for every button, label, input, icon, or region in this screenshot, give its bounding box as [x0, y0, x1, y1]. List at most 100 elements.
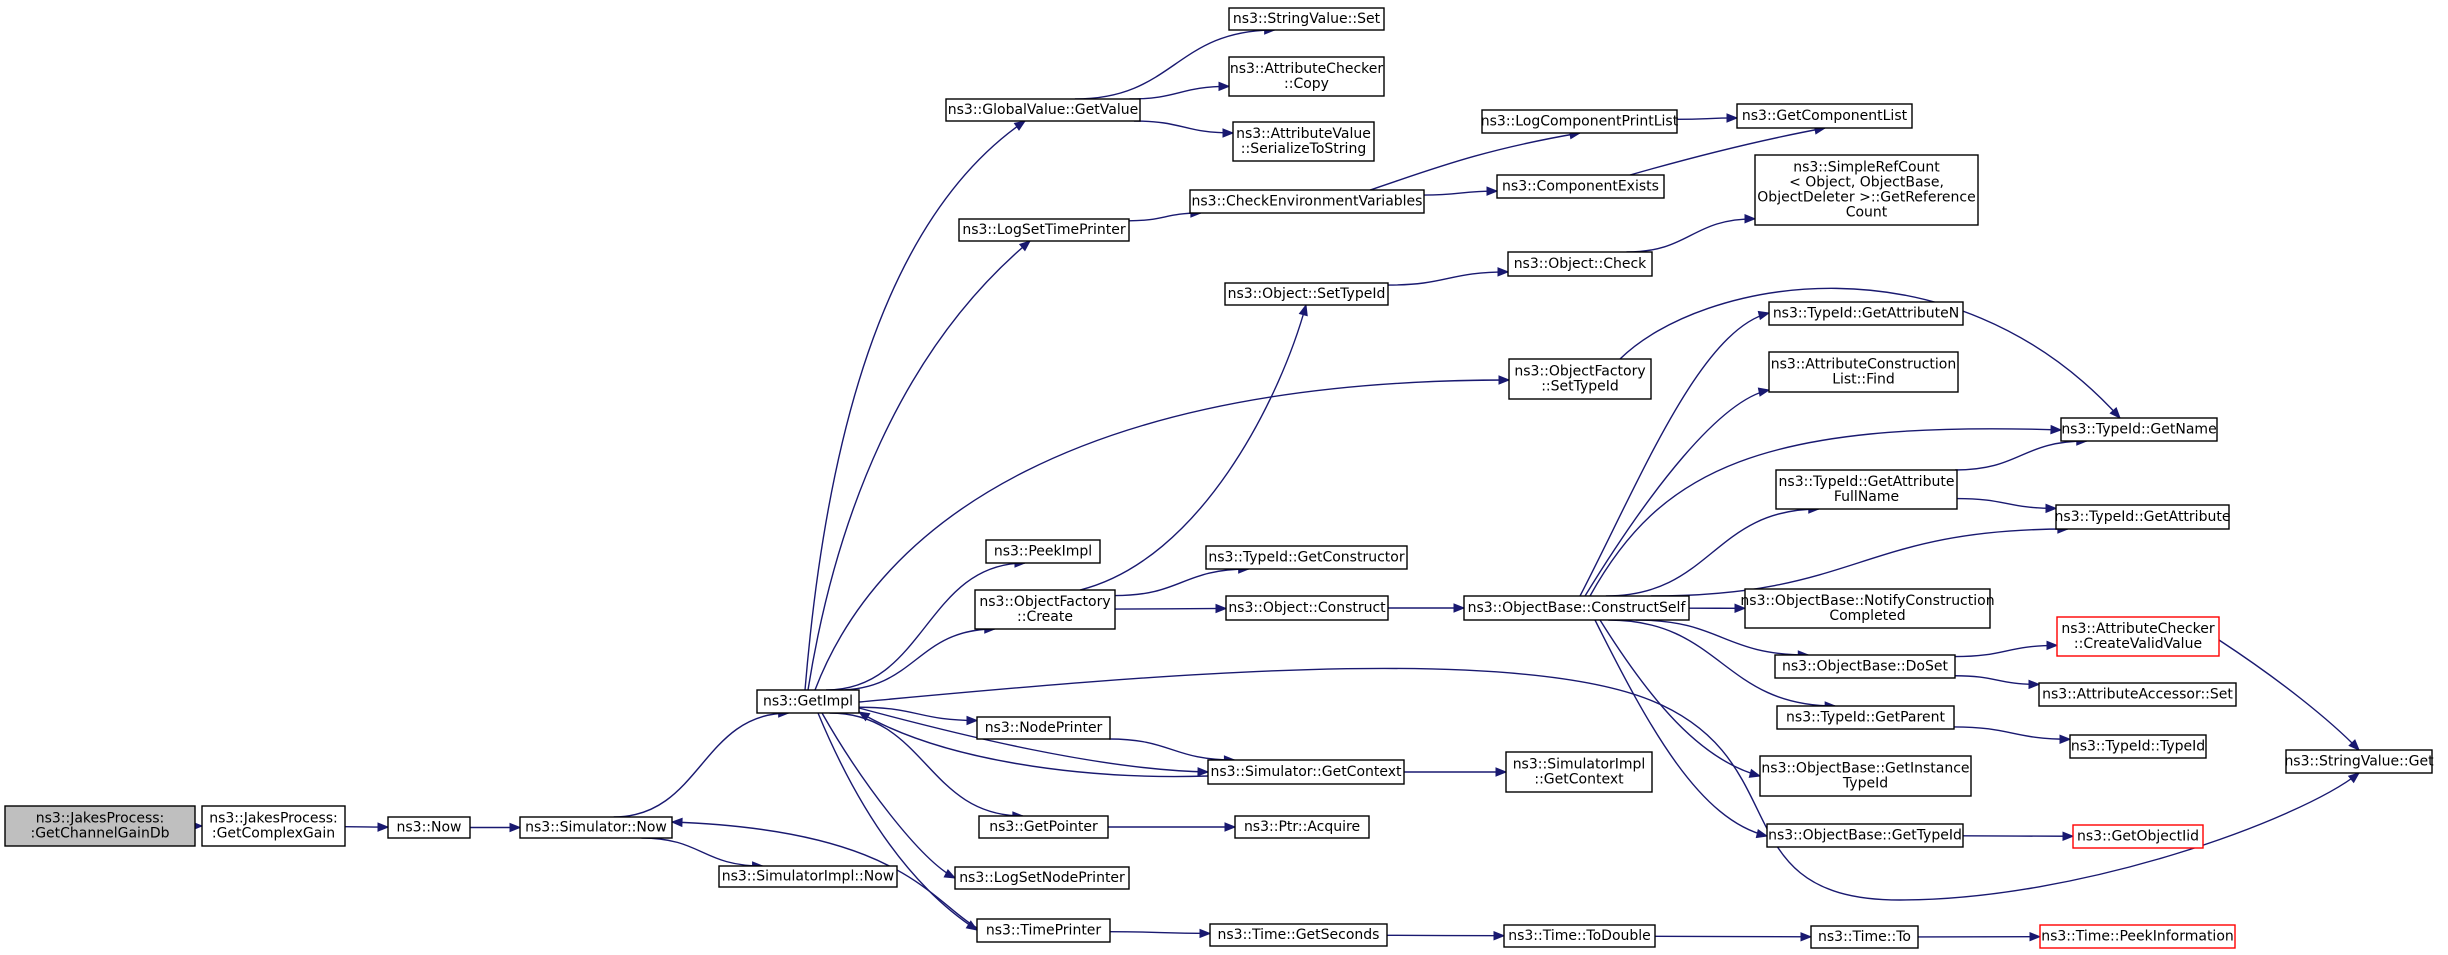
- node-constructSelf[interactable]: ns3::ObjectBase::ConstructSelf: [1463, 595, 1690, 621]
- node-label: ns3::ObjectBase::DoSet: [1782, 659, 1948, 675]
- node-objectBaseGetTypeId[interactable]: ns3::ObjectBase::GetTypeId: [1766, 823, 1964, 848]
- edge-arrowhead: [509, 822, 522, 833]
- node-objectCheck[interactable]: ns3::Object::Check: [1507, 251, 1653, 277]
- node-getPointer[interactable]: ns3::GetPointer: [978, 815, 1109, 839]
- edge-timeGetSeconds-to-timeToDouble: [1386, 930, 1506, 941]
- node-attributeValueSerialize[interactable]: ns3::AttributeValue::SerializeToString: [1232, 121, 1375, 162]
- node-box: [945, 98, 1141, 122]
- edge-line: [1109, 930, 1211, 935]
- edge-typeIdGetAttributeFullName-to-typeIdGetAttribute: [1956, 497, 2058, 514]
- node-label: ns3::GlobalValue::GetValue: [948, 102, 1138, 118]
- edge-line: [807, 240, 1031, 691]
- edge-line: [1594, 619, 1768, 837]
- edge-arrowhead: [1734, 603, 1747, 614]
- node-globalValueGetValue[interactable]: ns3::GlobalValue::GetValue: [945, 98, 1141, 122]
- node-getObjectIid[interactable]: ns3::GetObjectIid: [2072, 824, 2204, 849]
- node-label: ns3::TimePrinter: [986, 923, 1102, 939]
- edge-arrowhead: [2046, 640, 2059, 651]
- node-box: [1768, 301, 1964, 326]
- node-ptrAcquire[interactable]: ns3::Ptr::Acquire: [1234, 815, 1370, 839]
- edge-arrowhead: [1224, 822, 1237, 832]
- edge-arrowhead: [1755, 828, 1769, 839]
- node-attributeCheckerCreateValidValue[interactable]: ns3::AttributeChecker::CreateValidValue: [2056, 616, 2220, 657]
- edge-arrowhead: [2029, 931, 2042, 942]
- node-timeTo[interactable]: ns3::Time::To: [1810, 925, 1919, 949]
- node-timeToDouble[interactable]: ns3::Time::ToDouble: [1503, 924, 1656, 948]
- node-now[interactable]: ns3::Now: [387, 816, 471, 839]
- node-box: [1205, 545, 1408, 570]
- node-label: ns3::JakesProcess:: [36, 811, 165, 827]
- edge-arrowhead: [2109, 407, 2121, 419]
- node-simulatorGetContext[interactable]: ns3::Simulator::GetContext: [1207, 759, 1405, 785]
- edge-arrowhead: [2028, 679, 2041, 690]
- node-objectConstruct[interactable]: ns3::Object::Construct: [1225, 595, 1389, 621]
- node-stringValueGet[interactable]: ns3::StringValue::Get: [2284, 749, 2434, 774]
- node-label: ::CreateValidValue: [2074, 636, 2202, 652]
- node-simpleRefCount[interactable]: ns3::SimpleRefCount< Object, ObjectBase,…: [1754, 154, 1979, 226]
- node-box: [1507, 251, 1653, 277]
- node-componentExists[interactable]: ns3::ComponentExists: [1496, 174, 1665, 199]
- node-checkEnvVars[interactable]: ns3::CheckEnvironmentVariables: [1189, 189, 1425, 214]
- node-notifyConstructionCompleted[interactable]: ns3::ObjectBase::NotifyConstructionCompl…: [1740, 588, 1995, 629]
- node-timePeekInformation[interactable]: ns3::Time::PeekInformation: [2039, 924, 2236, 949]
- node-objectBaseDoSet[interactable]: ns3::ObjectBase::DoSet: [1774, 654, 1956, 679]
- node-typeIdGetParent[interactable]: ns3::TypeId::GetParent: [1776, 705, 1955, 730]
- edge-arrowhead: [943, 868, 957, 879]
- node-label: ::GetContext: [1534, 772, 1624, 788]
- edge-arrowhead: [1800, 932, 1813, 942]
- node-timePrinter[interactable]: ns3::TimePrinter: [976, 918, 1111, 943]
- node-typeIdTypeId[interactable]: ns3::TypeId::TypeId: [2069, 734, 2207, 759]
- node-getImpl[interactable]: ns3::GetImpl: [756, 689, 860, 714]
- node-peekImpl[interactable]: ns3::PeekImpl: [985, 539, 1101, 564]
- edge-line: [837, 628, 995, 691]
- node-label: ns3::SimulatorImpl::Now: [722, 869, 895, 885]
- edge-constructSelf-to-typeIdGetName: [1589, 424, 2063, 597]
- node-label: ns3::Time::GetSeconds: [1218, 927, 1380, 943]
- node-box: [2069, 734, 2207, 759]
- edge-simulatorNow-to-getImpl: [613, 708, 790, 818]
- node-box: [1463, 595, 1690, 621]
- node-logSetTimePrinter[interactable]: ns3::LogSetTimePrinter: [958, 218, 1130, 242]
- node-typeIdGetAttributeN[interactable]: ns3::TypeId::GetAttributeN: [1768, 301, 1964, 326]
- node-getChannelGainDb[interactable]: ns3::JakesProcess::GetChannelGainDb: [4, 805, 196, 847]
- node-timeGetSeconds[interactable]: ns3::Time::GetSeconds: [1209, 923, 1388, 947]
- node-objectFactorySetTypeId[interactable]: ns3::ObjectFactory::SetTypeId: [1508, 358, 1652, 400]
- node-logSetNodePrinter[interactable]: ns3::LogSetNodePrinter: [954, 866, 1130, 890]
- edge-arrowhead: [1726, 113, 1739, 123]
- edge-arrowhead: [1199, 928, 1212, 939]
- node-getComplexGain[interactable]: ns3::JakesProcess::GetComplexGain: [201, 805, 346, 847]
- edge-arrowhead: [2062, 831, 2075, 842]
- node-typeIdGetName[interactable]: ns3::TypeId::GetName: [2060, 417, 2218, 442]
- node-label: ns3::ComponentExists: [1502, 179, 1659, 195]
- node-nodePrinter[interactable]: ns3::NodePrinter: [976, 716, 1111, 740]
- node-attributeAccessorSet[interactable]: ns3::AttributeAccessor::Set: [2038, 682, 2237, 707]
- node-getComponentList[interactable]: ns3::GetComponentList: [1736, 103, 1913, 129]
- node-box: [1810, 925, 1919, 949]
- node-box: [1776, 705, 1955, 730]
- node-box: [387, 816, 471, 839]
- node-simulatorImplNow[interactable]: ns3::SimulatorImpl::Now: [718, 865, 898, 888]
- node-objectSetTypeId[interactable]: ns3::Object::SetTypeId: [1224, 282, 1389, 306]
- node-simulatorImplGetContext[interactable]: ns3::SimulatorImpl::GetContext: [1505, 751, 1653, 793]
- node-label: ns3::AttributeValue: [1236, 126, 1371, 142]
- edge-arrowhead: [1757, 310, 1771, 321]
- node-stringValueSet[interactable]: ns3::StringValue::Set: [1228, 7, 1385, 31]
- node-simulatorNow[interactable]: ns3::Simulator::Now: [519, 816, 673, 839]
- node-box: [2285, 749, 2433, 774]
- node-objectFactoryCreate[interactable]: ns3::ObjectFactory::Create: [974, 589, 1116, 630]
- edge-line: [1955, 440, 2087, 471]
- node-logComponentPrintList[interactable]: ns3::LogComponentPrintList: [1481, 109, 1679, 134]
- node-label: :GetChannelGainDb: [30, 826, 169, 842]
- edge-arrowhead: [1218, 81, 1231, 92]
- node-attributeCheckerCopy[interactable]: ns3::AttributeChecker::Copy: [1228, 56, 1385, 97]
- node-typeIdGetConstructor[interactable]: ns3::TypeId::GetConstructor: [1205, 545, 1408, 570]
- edge-line: [858, 667, 2360, 901]
- node-box: [976, 716, 1111, 740]
- edge-arrowhead: [2348, 739, 2360, 751]
- edge-objectBaseDoSet-to-attributeAccessorSet: [1954, 675, 2041, 690]
- node-typeIdGetAttribute[interactable]: ns3::TypeId::GetAttribute: [2055, 504, 2231, 530]
- node-box: [974, 589, 1116, 630]
